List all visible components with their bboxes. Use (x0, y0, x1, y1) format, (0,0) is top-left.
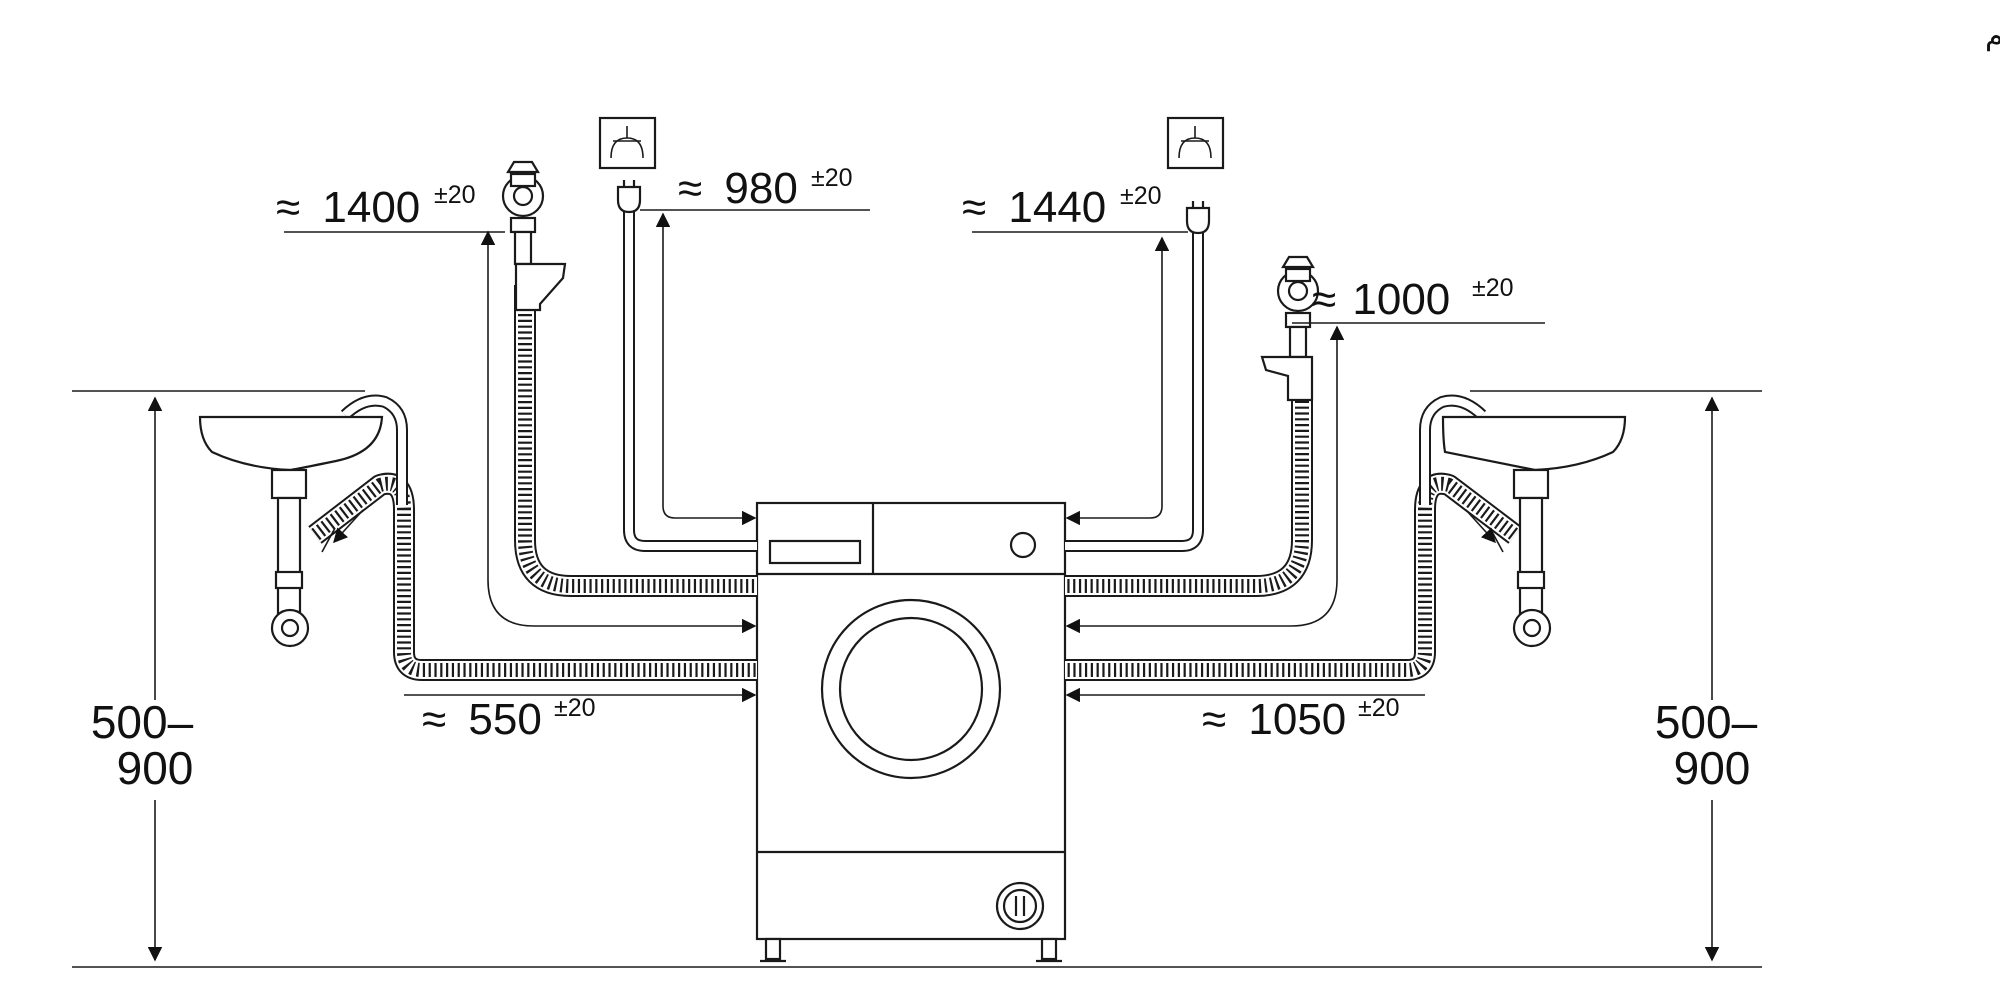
socket-symbol-icon (598, 116, 657, 170)
right-inlet-label: ≈ 1050 ±20 (1202, 694, 1400, 744)
left-power-socket (598, 116, 657, 214)
plug-icon (1185, 206, 1211, 235)
svg-text:±20: ±20 (811, 164, 853, 192)
socket-symbol-icon (1166, 116, 1225, 170)
left-water-tap-icon (501, 160, 567, 312)
right-water-tap-icon (1260, 255, 1320, 402)
right-power-label: ≈ 1440 ±20 (962, 182, 1162, 232)
svg-text:≈ 1440: ≈ 1440 (962, 183, 1106, 232)
left-inlet-label: ≈ 550 ±20 (422, 694, 596, 744)
right-washbasin-icon (1441, 415, 1627, 648)
svg-text:≈ 980: ≈ 980 (678, 164, 798, 213)
right-hook-hose (1419, 394, 1487, 505)
washing-machine-icon (755, 501, 1067, 963)
svg-text:±20: ±20 (1358, 694, 1400, 722)
left-height-bottom: 900 (117, 742, 194, 794)
left-height-dimension: 500– 900 (72, 390, 365, 962)
left-drain-label: ≈ 1400 ±20 (276, 181, 476, 232)
svg-text:±20: ±20 (434, 181, 476, 209)
right-height-top: 500– (1655, 696, 1758, 748)
left-hook-hose (340, 394, 408, 505)
right-drain-label: ≈ 1000 ±20 (1312, 274, 1514, 324)
svg-text:≈ 1400: ≈ 1400 (276, 183, 420, 232)
right-height-bottom: 900 (1674, 742, 1751, 794)
units-caption: القياسات بوحدة مم (1985, 17, 2000, 52)
svg-text:±20: ±20 (554, 694, 596, 722)
svg-text:±20: ±20 (1120, 182, 1162, 210)
right-dimension-lines (972, 231, 1545, 703)
left-height-top: 500– (91, 696, 194, 748)
svg-text:≈ 550: ≈ 550 (422, 695, 542, 744)
svg-text:≈ 1050: ≈ 1050 (1202, 695, 1346, 744)
left-washbasin-icon (198, 415, 384, 648)
right-height-dimension: 500– 900 (1470, 390, 1762, 962)
svg-text:≈ 1000: ≈ 1000 (1312, 275, 1450, 324)
left-power-label: ≈ 980 ±20 (678, 164, 853, 213)
plug-icon (616, 185, 642, 214)
right-power-cable (1065, 205, 1204, 552)
left-power-cable (623, 205, 757, 552)
right-power-socket (1166, 116, 1225, 235)
svg-text:±20: ±20 (1472, 274, 1514, 302)
left-dimension-lines (284, 209, 870, 703)
right-upper-hose (1065, 395, 1313, 597)
